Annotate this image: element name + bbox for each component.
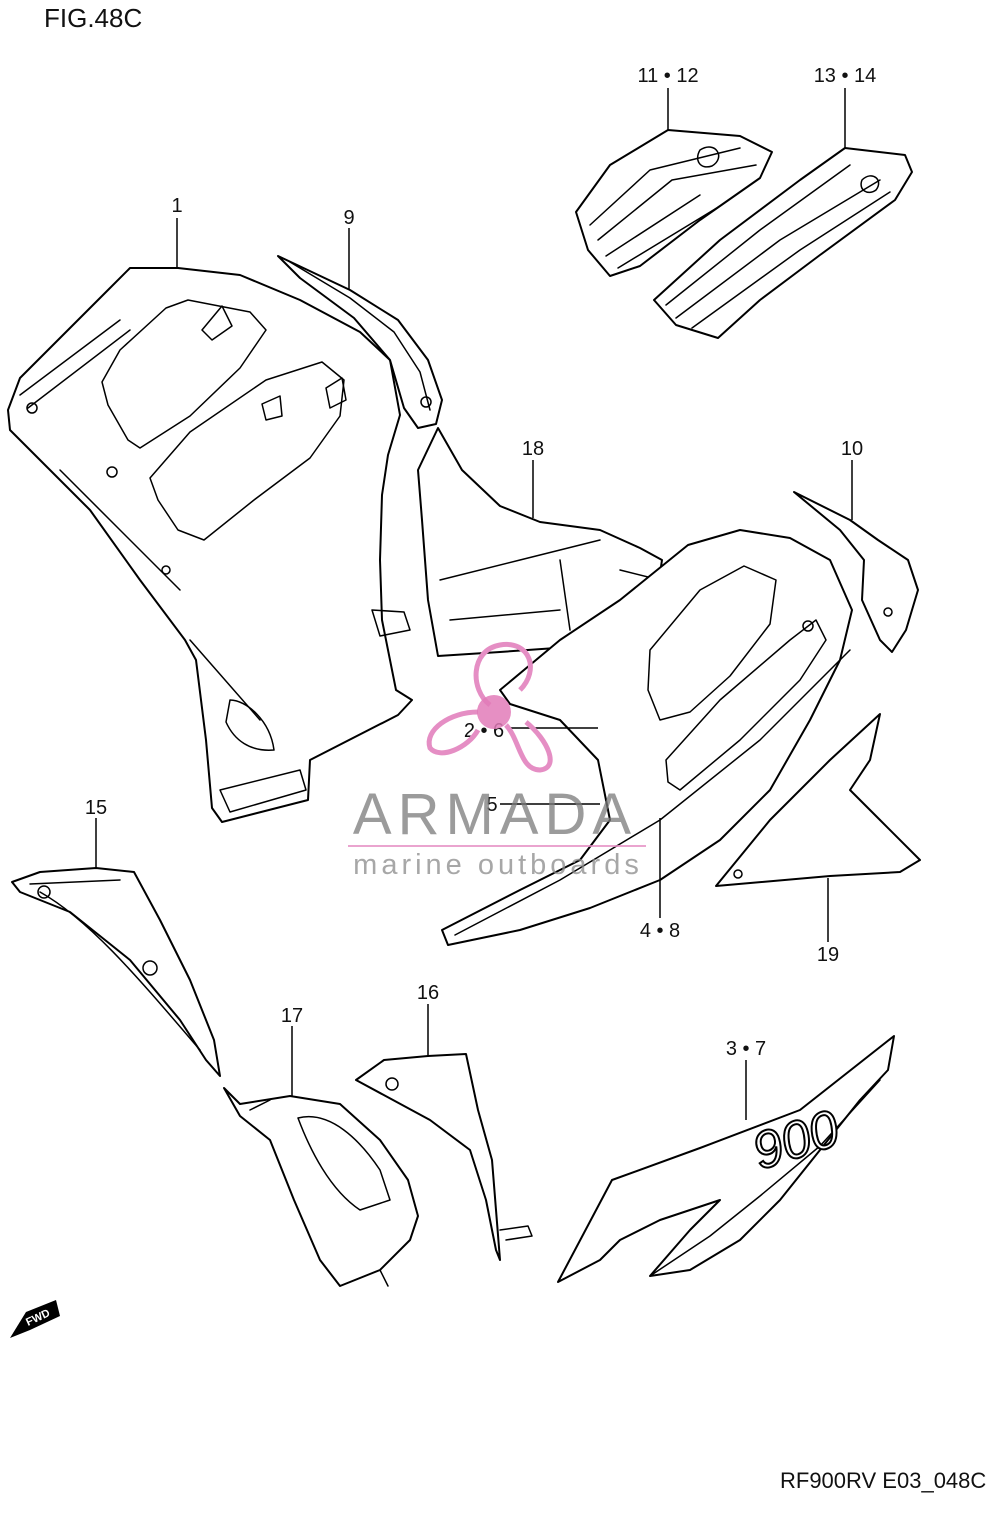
callout-1: 1 — [171, 195, 182, 217]
callout-5: 5 — [486, 794, 497, 816]
decal-900-text: 900 — [746, 1099, 847, 1181]
part-11-12-vent-cover: 11 • 12 — [575, 65, 773, 277]
armada-watermark: ARMADA marine outboards — [348, 642, 646, 881]
callout-19: 19 — [817, 944, 839, 966]
part-16-panel: 16 — [355, 982, 533, 1261]
part-1-side-cowling: 1 — [7, 195, 413, 823]
part-13-14-side-vent: 13 • 14 — [653, 65, 913, 339]
callout-16: 16 — [417, 982, 439, 1004]
part-3-7-decal: 900 3 • 7 — [557, 1035, 895, 1283]
callout-11-12: 11 • 12 — [637, 65, 698, 87]
callout-13-14: 13 • 14 — [814, 65, 877, 87]
part-19-panel: 19 — [715, 713, 921, 966]
callout-9: 9 — [343, 207, 354, 229]
figure-code: RF900RV E03_048C — [780, 1468, 986, 1493]
armada-propeller-logo-icon — [426, 642, 553, 773]
callout-4-8: 4 • 8 — [640, 920, 680, 942]
callout-17: 17 — [281, 1005, 303, 1027]
fwd-arrow-icon: FWD — [10, 1300, 60, 1338]
figure-title: FIG.48C — [44, 3, 142, 33]
callout-10: 10 — [841, 438, 863, 460]
part-4-8-under-cowling: 4 • 8 5 2 • 6 — [441, 529, 853, 946]
callout-3-7: 3 • 7 — [726, 1038, 766, 1060]
part-10-side-piece: 10 — [793, 438, 919, 653]
part-17-inner-duct: 17 — [223, 1005, 419, 1287]
watermark-tagline: marine outboards — [353, 849, 643, 881]
watermark-brand: ARMADA — [353, 782, 637, 847]
callout-18: 18 — [522, 438, 544, 460]
callout-15: 15 — [85, 797, 107, 819]
part-15-panel: 15 — [11, 797, 221, 1077]
part-9-cowling-strip: 9 — [277, 207, 443, 429]
